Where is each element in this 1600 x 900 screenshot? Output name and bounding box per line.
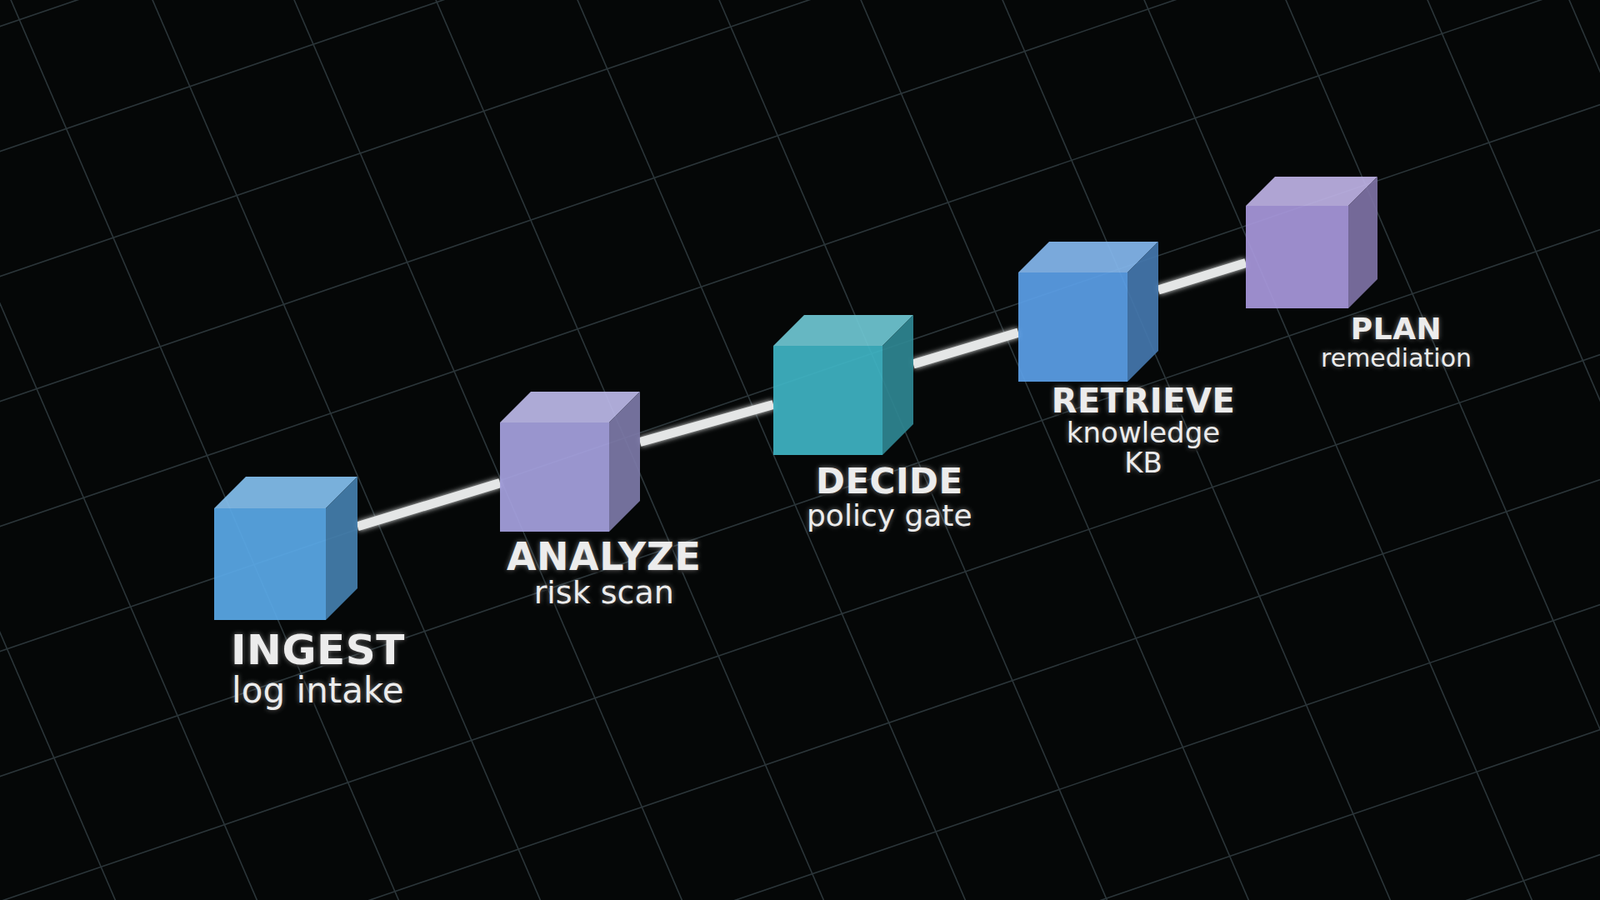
stage-subtitle: log intake [231, 672, 405, 710]
grid-line [0, 0, 442, 900]
pipeline-stage: RETRIEVEknowledge KB [1018, 241, 1244, 478]
cube-front [1245, 205, 1349, 309]
cube-front [214, 508, 326, 620]
grid-line [541, 0, 1009, 900]
grid-line [0, 0, 17, 900]
grid-line [683, 0, 1150, 900]
cube-side [609, 391, 640, 532]
stage-label: PLANremediation [1320, 313, 1472, 371]
grid-line [258, 0, 725, 900]
cube-shape [500, 391, 640, 532]
cube-shape [1245, 176, 1378, 309]
cube-side [882, 315, 914, 455]
grid-line [1108, 0, 1575, 900]
grid-line [0, 0, 159, 900]
stage-title: PLAN [1350, 313, 1442, 345]
pipeline-connector [1158, 262, 1246, 290]
stage-title: INGEST [230, 628, 405, 673]
stage-subtitle: policy gate [806, 500, 973, 532]
pipeline-connector [357, 483, 500, 527]
stage-cube [500, 391, 640, 532]
stage-cube [214, 476, 358, 620]
stage-label: INGESTlog intake [230, 628, 405, 710]
grid-line [1250, 0, 1600, 900]
stage-cube [773, 315, 914, 455]
cube-side [1348, 176, 1378, 309]
grid-line [966, 0, 1434, 900]
grid-line [0, 650, 1600, 900]
grid-line [0, 150, 1600, 834]
pipeline-stage: PLANremediation [1245, 176, 1472, 371]
stage-label: DECIDEpolicy gate [806, 463, 973, 532]
grid-line [0, 0, 1600, 334]
grid-line [0, 0, 1600, 84]
cube-shape [773, 315, 914, 455]
stage-title: DECIDE [815, 463, 964, 500]
grid-line [0, 0, 300, 900]
stage-subtitle: knowledge KB [1043, 418, 1244, 478]
cube-shape [1018, 241, 1159, 382]
pipeline-stage: ANALYZErisk scan [500, 391, 701, 610]
grid-line [0, 400, 1600, 900]
stage-subtitle: remediation [1320, 345, 1472, 372]
pipeline-stage: DECIDEpolicy gate [773, 315, 973, 532]
cube-side [1127, 241, 1159, 382]
grid-line [0, 0, 1600, 209]
stage-subtitle: risk scan [534, 576, 675, 610]
grid-line [825, 0, 1292, 900]
pipeline-connector [640, 405, 774, 443]
grid-line [0, 0, 1600, 584]
cube-shape [214, 476, 358, 620]
stage-title: RETRIEVE [1051, 383, 1236, 419]
grid-line [0, 25, 1600, 709]
stage-cube [1018, 241, 1159, 382]
stage-cube [1245, 176, 1378, 309]
grid-line [1391, 0, 1600, 900]
pipeline-connector [913, 332, 1019, 365]
cube-side [325, 476, 358, 620]
grid-line [1533, 0, 1600, 900]
pipeline-stage: INGESTlog intake [214, 476, 405, 710]
cube-front [1018, 272, 1128, 382]
stage-label: RETRIEVEknowledge KB [1043, 383, 1244, 478]
cube-front [773, 345, 883, 455]
stage-title: ANALYZE [506, 536, 701, 577]
cube-front [500, 422, 610, 532]
stage-label: ANALYZErisk scan [506, 536, 701, 610]
grid-line [0, 275, 1600, 900]
grid-line [0, 775, 1600, 900]
grid-line [0, 0, 1600, 459]
